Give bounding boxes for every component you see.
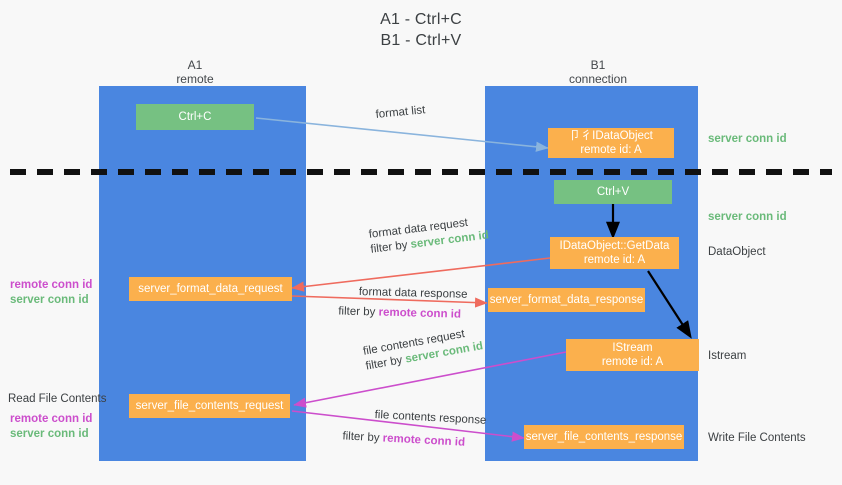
label-format-data-request: format data request filter by server con… [368,214,490,258]
right-label-write-file-contents: Write File Contents [708,432,806,444]
right-label-istream: Istream [708,350,747,362]
box-idataobject-title: 卩彳IDataObject [569,130,653,142]
label-file-contents-request: file contents request filter by server c… [362,324,484,374]
label-format-data-response-filter: filter by remote conn id [338,304,467,322]
lane-a1-sub: remote [176,72,214,86]
box-server-format-data-response[interactable]: server_format_data_response [488,288,645,312]
box-server-file-contents-response-label: server_file_contents_response [525,431,683,443]
lane-header-a1: A1 remote [95,58,295,86]
right-label-server-conn-id-top: server conn id [708,133,787,145]
label-format-list-text: format list [375,104,426,121]
box-server-format-data-response-label: server_format_data_response [489,294,644,306]
diagram-title: A1 - Ctrl+C B1 - Ctrl+V [0,9,842,51]
box-ctrl-c-label: Ctrl+C [178,111,212,123]
right-label-server-conn-id-mid: server conn id [708,211,787,223]
box-istream-title: IStream [612,342,653,354]
box-server-format-data-request[interactable]: server_format_data_request [129,277,292,301]
lane-a1-name: A1 [187,58,203,72]
lane-header-b1: B1 connection [498,58,698,86]
title-line-1: A1 - Ctrl+C [380,11,462,28]
box-server-file-contents-response[interactable]: server_file_contents_response [524,425,684,449]
label-file-contents-response-text: file contents response [374,408,487,427]
box-getdata-sub: remote id: A [583,254,646,266]
left-remote-conn-id-upper: remote conn id [10,279,93,291]
label-format-data-response-text: format data response [358,285,468,301]
left-label-conn-id-lower: remote conn id server conn id [10,412,92,442]
filter-prefix: filter by [338,305,379,319]
right-label-dataobject: DataObject [708,246,766,258]
left-read-file-contents: Read File Contents [8,393,107,405]
box-idataobject[interactable]: 卩彳IDataObject remote id: A [548,128,674,158]
box-istream[interactable]: IStream remote id: A [566,339,699,371]
title-line-2: B1 - Ctrl+V [380,32,462,49]
box-ctrl-v[interactable]: Ctrl+V [554,180,672,204]
label-file-contents-response: file contents response filter by remote … [342,408,487,452]
box-server-file-contents-request-label: server_file_contents_request [135,400,284,412]
box-idataobject-getdata[interactable]: IDataObject::GetData remote id: A [550,237,679,269]
filter-value-remote-conn-id: remote conn id [378,306,462,321]
label-format-list: format list [375,103,426,123]
filter-prefix: filter by [342,430,383,445]
label-file-contents-response-filter: filter by remote conn id [342,429,485,451]
box-server-format-data-request-label: server_format_data_request [138,283,283,295]
box-istream-sub: remote id: A [601,356,664,368]
lane-b1-sub: connection [568,72,628,86]
box-ctrl-v-label: Ctrl+V [596,186,630,198]
label-format-data-response: format data response filter by remote co… [338,285,468,323]
filter-prefix: filter by [369,238,412,256]
box-idataobject-sub: remote id: A [580,144,642,156]
box-getdata-title: IDataObject::GetData [559,240,670,252]
filter-value-remote-conn-id: remote conn id [382,432,466,449]
left-server-conn-id-lower: server conn id [10,428,89,440]
left-label-read-file-contents-group: Read File Contents [8,392,106,407]
box-server-file-contents-request[interactable]: server_file_contents_request [129,394,290,418]
box-ctrl-c[interactable]: Ctrl+C [136,104,254,130]
left-server-conn-id-upper: server conn id [10,294,89,306]
left-label-conn-id-upper: remote conn id server conn id [10,278,92,308]
lane-b1-name: B1 [590,58,606,72]
left-remote-conn-id-lower: remote conn id [10,413,93,425]
